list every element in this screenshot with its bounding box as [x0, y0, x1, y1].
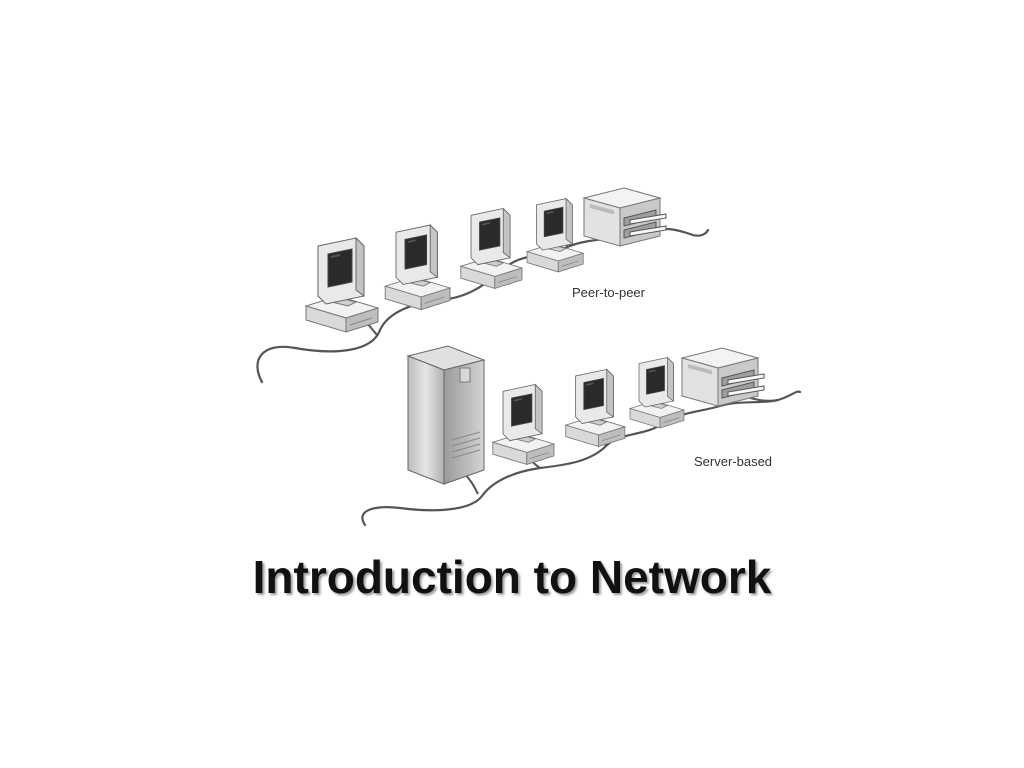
server-tower [406, 345, 486, 485]
peer-to-peer-label: Peer-to-peer [572, 285, 645, 300]
network-diagram [256, 187, 802, 527]
server-client-computer-2 [564, 368, 626, 448]
server-based-network [361, 345, 802, 527]
peer-to-peer-network [256, 187, 710, 384]
slide-title: Introduction to Network [252, 551, 772, 603]
server-client-computer-1 [491, 383, 555, 466]
server-printer [681, 347, 765, 407]
peer-computer-2 [384, 224, 451, 311]
peer-printer [583, 187, 667, 247]
server-client-computer-3 [629, 356, 685, 429]
peer-computer-4 [526, 197, 584, 273]
server-based-label: Server-based [694, 454, 773, 469]
peer-computer-1 [305, 237, 379, 333]
peer-computer-3 [459, 207, 523, 290]
server-based-cable [361, 390, 802, 527]
